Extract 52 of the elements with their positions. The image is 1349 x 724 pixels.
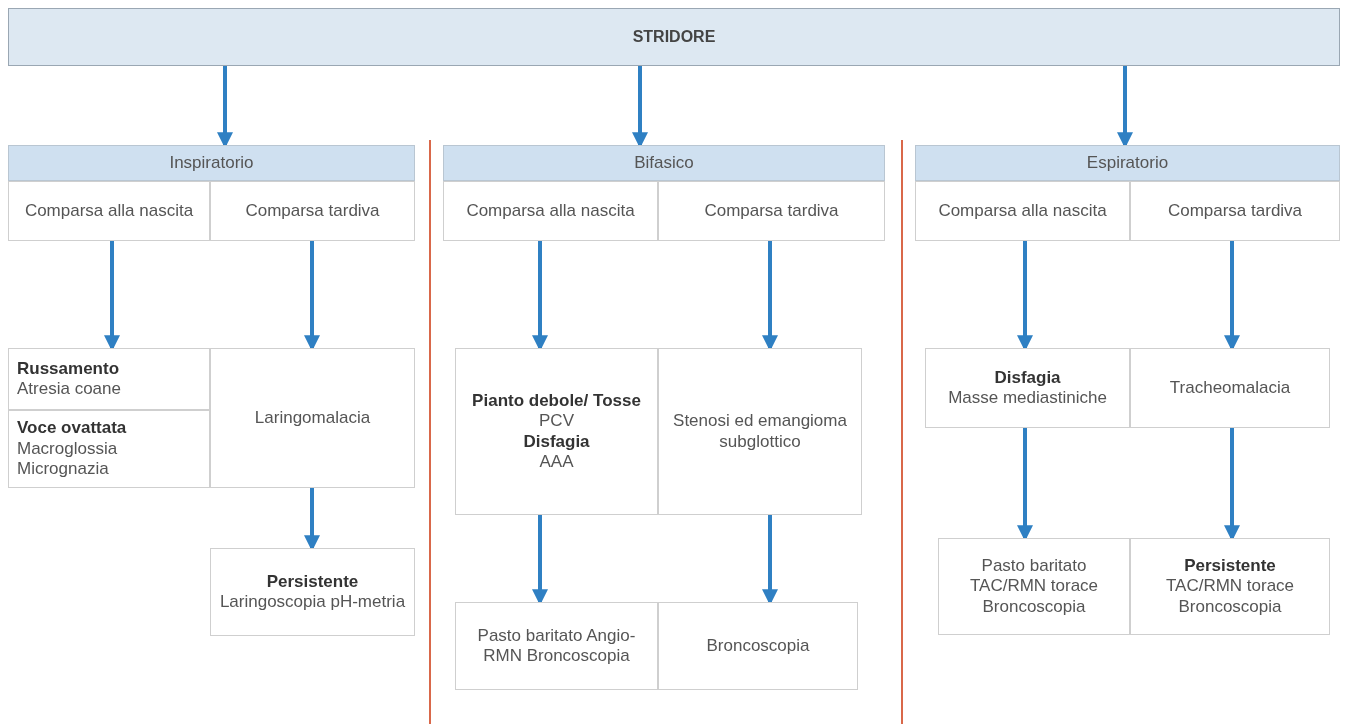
table-cell (938, 538, 1130, 635)
cell-text: Comparsa tardiva (1167, 200, 1303, 222)
cell-text: STRIDORE (632, 27, 716, 47)
cell-text: Broncoscopia (706, 635, 810, 657)
cell-text: Comparsa alla nascita (466, 200, 635, 222)
table-cell (1130, 181, 1340, 241)
table-cell (455, 602, 658, 690)
cell-text: AAA (539, 451, 574, 473)
table-cell (8, 181, 210, 241)
table-cell (658, 602, 858, 690)
cell-text: Comparsa tardiva (245, 200, 380, 222)
table-cell (1130, 538, 1330, 635)
cell-text: Pasto baritato TAC/RMN torace Broncoscopia (968, 555, 1100, 618)
cell-text: Tracheomalacia (1169, 377, 1291, 399)
category-header (8, 145, 415, 181)
cell-text: PCV (539, 411, 574, 432)
table-cell (210, 348, 415, 488)
cell-text: Laringomalacia (254, 407, 371, 429)
table-cell (658, 348, 862, 515)
table-cell (8, 410, 210, 488)
cell-text: Disfagia (523, 431, 590, 452)
category-header (915, 145, 1340, 181)
table-cell (210, 548, 415, 636)
table-cell (915, 181, 1130, 241)
cell-text: Voce ovattata (17, 418, 127, 439)
cell-text: Inspiratorio (169, 152, 254, 175)
cell-text: Masse mediastiniche (948, 388, 1107, 409)
table-cell (1130, 348, 1330, 428)
category-header (443, 145, 885, 181)
cell-text: TAC/RMN torace Broncoscopia (1164, 576, 1296, 618)
cell-text: Comparsa alla nascita (24, 200, 194, 222)
table-cell (658, 181, 885, 241)
table-cell (8, 348, 210, 410)
cell-text: Pasto baritato Angio-RMN Broncoscopia (476, 625, 637, 667)
cell-text: Persistente (1184, 555, 1276, 577)
title-banner (8, 8, 1340, 66)
cell-text: Russamento (17, 358, 120, 379)
cell-text: Comparsa tardiva (704, 200, 839, 222)
cell-text: Stenosi ed emangioma subglottico (672, 411, 848, 452)
cell-text: Bifasico (634, 152, 694, 175)
cell-text: Atresia coane (17, 379, 121, 400)
table-cell (455, 348, 658, 515)
cell-text: Disfagia (994, 367, 1061, 388)
table-cell (925, 348, 1130, 428)
cell-text: Persistente (266, 571, 359, 592)
cell-text: Macroglossia Micrognazia (17, 438, 119, 480)
table-cell (210, 181, 415, 241)
table-cell (443, 181, 658, 241)
cell-text: Laringoscopia pH-metria (219, 592, 406, 613)
cell-text: Pianto debole/ Tosse (472, 390, 641, 412)
cell-text: Espiratorio (1086, 152, 1169, 175)
cell-text: Comparsa alla nascita (938, 200, 1107, 222)
